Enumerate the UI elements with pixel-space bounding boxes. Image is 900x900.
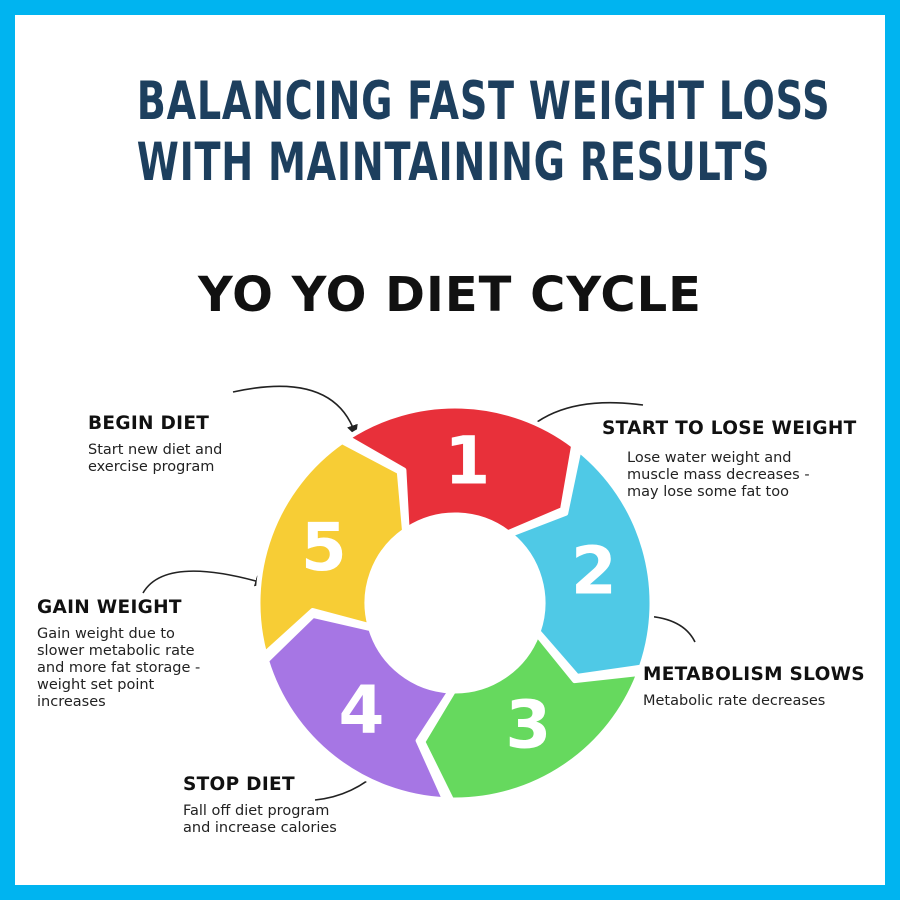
step-4-number: 4	[339, 672, 385, 749]
step-5-description: Gain weight due to slower metabolic rate…	[37, 626, 201, 710]
step-2-heading: START TO LOSE WEIGHT	[602, 418, 857, 439]
step-3-number: 3	[505, 687, 551, 764]
step-2-number: 2	[571, 532, 617, 609]
step-5-label: GAIN WEIGHT Gain weight due to slower me…	[37, 597, 200, 711]
step-4-label: STOP DIET Fall off diet program and incr…	[183, 774, 337, 837]
step-4-heading: STOP DIET	[183, 774, 295, 795]
main-title: BALANCING FAST WEIGHT LOSS WITH MAINTAIN…	[136, 71, 831, 193]
step-5-heading: GAIN WEIGHT	[37, 597, 182, 618]
step-4-description: Fall off diet program and increase calor…	[183, 803, 337, 836]
step-2-description: Lose water weight and muscle mass decrea…	[627, 450, 810, 500]
step-3-label: METABOLISM SLOWS Metabolic rate decrease…	[643, 664, 865, 710]
main-title-line-1: BALANCING FAST WEIGHT LOSS	[136, 71, 831, 132]
step-2-heading-block: START TO LOSE WEIGHT	[602, 418, 857, 439]
arrow-to-step-5	[142, 570, 267, 594]
step-1-description: Start new diet and exercise program	[88, 442, 223, 475]
step-5-number: 5	[301, 509, 347, 586]
step-3-heading: METABOLISM SLOWS	[643, 664, 865, 685]
cycle-step-numbers: 1 2 3 4 5	[301, 423, 617, 764]
infographic-frame: BALANCING FAST WEIGHT LOSS WITH MAINTAIN…	[15, 15, 885, 885]
arrow-to-step-1	[232, 385, 358, 437]
yo-yo-cycle-diagram: 1 2 3 4 5	[142, 385, 696, 803]
cycle-center	[367, 515, 543, 691]
step-3-description: Metabolic rate decreases	[643, 693, 826, 709]
cycle-title: YO YO DIET CYCLE	[198, 267, 702, 323]
step-1-label: BEGIN DIET Start new diet and exercise p…	[88, 413, 222, 476]
main-title-line-2: WITH MAINTAINING RESULTS	[136, 132, 771, 193]
step-1-number: 1	[444, 423, 490, 500]
step-2-description-block: Lose water weight and muscle mass decrea…	[627, 450, 810, 501]
step-1-heading: BEGIN DIET	[88, 413, 210, 434]
